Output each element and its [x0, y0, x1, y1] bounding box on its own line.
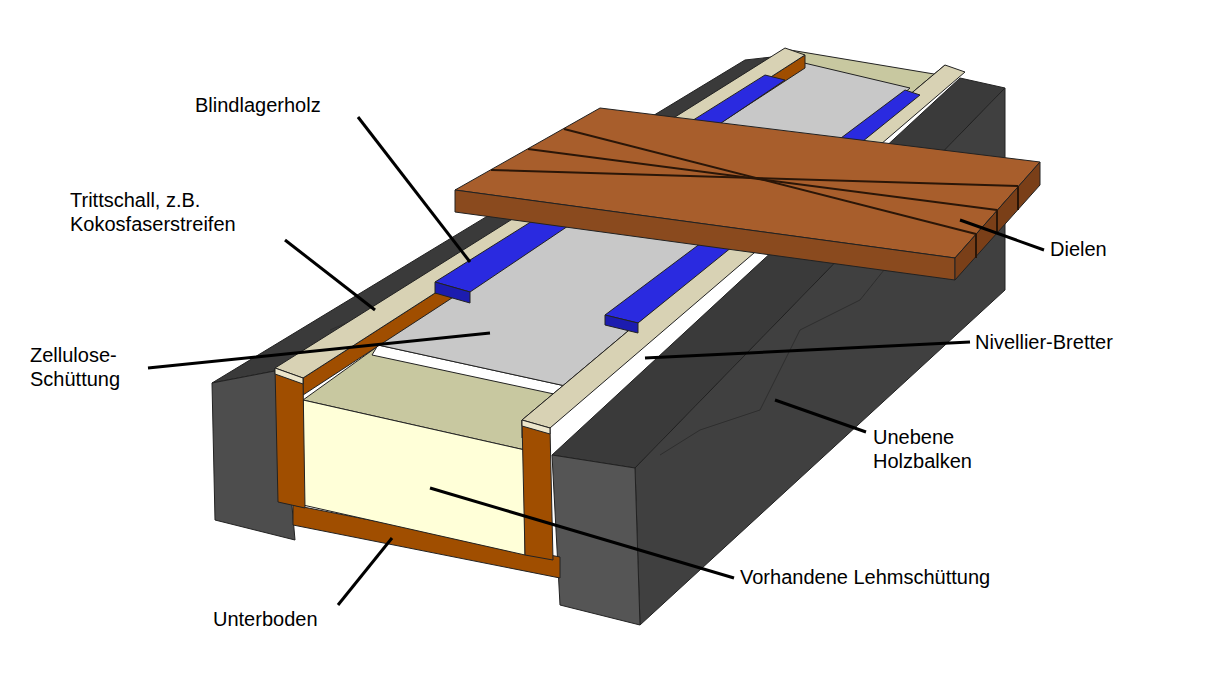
leader-line [358, 117, 470, 262]
board-joints [491, 129, 1018, 258]
leader-line [645, 342, 970, 358]
leader-line [775, 400, 866, 432]
impact-sound-front [275, 368, 303, 384]
leader-lines [148, 117, 1044, 605]
leader-line [960, 220, 1044, 250]
leader-line [148, 333, 490, 368]
sleeper-front [435, 282, 470, 303]
leader-line [338, 538, 392, 605]
part-label: Nivellier-Bretter [975, 330, 1113, 354]
part-label: Vorhandene Lehmschüttung [740, 565, 990, 589]
leader-line [285, 240, 375, 310]
part-label: Trittschall, z.B. Kokosfaserstreifen [70, 188, 275, 236]
floorboards-front [455, 190, 955, 280]
impact-sound-front [522, 420, 550, 434]
clay-front [303, 400, 525, 555]
beam-front [552, 455, 640, 625]
part-label: Unterboden [213, 607, 318, 631]
floorboards-side [955, 162, 1040, 280]
leader-line [430, 488, 734, 578]
part-label: Zellulose- Schüttung [30, 343, 142, 391]
part-label: Blindlagerholz [195, 93, 321, 117]
part-label: Unebene Holzbalken [873, 425, 1013, 473]
levelling-board-front [522, 420, 553, 560]
levelling-board-front [275, 368, 305, 508]
part-label: Dielen [1050, 237, 1107, 261]
sleeper-front [605, 315, 638, 333]
